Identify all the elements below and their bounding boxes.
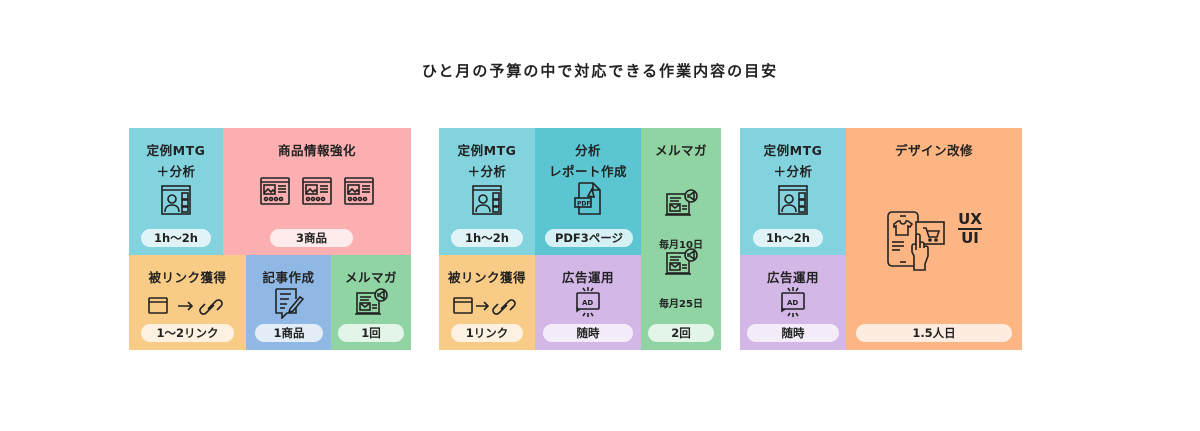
- cell-title: メルマガ: [344, 270, 397, 285]
- cell-article: 記事作成 1商品: [246, 255, 331, 350]
- article-icon: [274, 287, 304, 323]
- value-pill: PDF3ページ: [545, 229, 633, 247]
- value-pill: 1〜2リンク: [141, 324, 234, 342]
- ad-icon: AD: [574, 286, 602, 322]
- cell-title: 広告運用: [561, 270, 614, 285]
- value-pill: 随時: [747, 324, 839, 342]
- cell-title: 定例MTG ＋分析: [763, 143, 823, 179]
- cell-ads: 広告運用 AD 随時: [535, 255, 641, 350]
- value-pill: 1商品: [255, 324, 323, 342]
- value-pill: 2回: [648, 324, 714, 342]
- ad-icon: AD: [779, 286, 807, 322]
- pdf-icon: PDF: [573, 182, 603, 220]
- value-pill: 1リンク: [451, 324, 523, 342]
- cell-product-info: 商品情報強化 3商品: [223, 128, 411, 255]
- page-title: ひと月の予算の中で対応できる作業内容の目安: [421, 62, 779, 80]
- value-pill: 1.5人日: [856, 324, 1012, 342]
- cell-title: デザイン改修: [894, 143, 973, 158]
- newsletter-icon: [354, 287, 388, 321]
- link-icon: [147, 295, 228, 321]
- cell-title: 被リンク獲得: [447, 270, 526, 285]
- cell-title: 被リンク獲得: [148, 270, 227, 285]
- design-shopping-icon: [886, 210, 950, 278]
- value-pill: 随時: [543, 324, 633, 342]
- ux-ui-icon: UX UI: [958, 211, 982, 247]
- ux-label: UX: [958, 210, 982, 230]
- cell-newsletter: メルマガ 1回: [331, 255, 411, 350]
- svg-text:AD: AD: [787, 299, 798, 307]
- cell-title: 分析 レポート作成: [548, 143, 627, 179]
- cell-title: 定例MTG ＋分析: [457, 143, 517, 179]
- cell-design: デザイン改修 UX UI 1.5人日: [846, 128, 1022, 350]
- value-pill: 1h〜2h: [451, 229, 523, 247]
- ui-label: UI: [961, 229, 979, 247]
- cell-ads: 広告運用 AD 随時: [740, 255, 846, 350]
- cell-title: 広告運用: [766, 270, 819, 285]
- web-page-icon: [260, 176, 290, 210]
- web-page-icon: [302, 176, 332, 210]
- svg-text:PDF: PDF: [577, 201, 590, 208]
- newsletter-icon: [664, 188, 698, 222]
- cell-title: メルマガ: [654, 143, 707, 158]
- cell-newsletter: メルマガ 毎月10日 毎月25日 2回: [641, 128, 721, 350]
- link-icon: [453, 295, 521, 321]
- cell-meeting: 定例MTG ＋分析 1h〜2h: [129, 128, 223, 255]
- cell-title: 記事作成: [262, 270, 315, 285]
- value-pill: 1h〜2h: [141, 229, 211, 247]
- cell-backlink: 被リンク獲得 1リンク: [439, 255, 535, 350]
- video-call-icon: [778, 185, 808, 219]
- cell-backlink: 被リンク獲得 1〜2リンク: [129, 255, 246, 350]
- value-pill: 3商品: [270, 229, 353, 247]
- value-pill: 1h〜2h: [753, 229, 823, 247]
- value-pill: 1回: [338, 324, 404, 342]
- web-page-icon: [344, 176, 374, 210]
- svg-text:AD: AD: [582, 299, 593, 307]
- cell-meeting: 定例MTG ＋分析 1h〜2h: [439, 128, 535, 255]
- cell-title: 商品情報強化: [277, 143, 356, 158]
- newsletter-icon: [664, 247, 698, 281]
- cell-title: 定例MTG ＋分析: [146, 143, 206, 179]
- video-call-icon: [161, 185, 191, 219]
- schedule-label: 毎月25日: [659, 299, 703, 310]
- cell-report: 分析 レポート作成 PDF PDF3ページ: [535, 128, 641, 255]
- cell-meeting: 定例MTG ＋分析 1h〜2h: [740, 128, 846, 255]
- video-call-icon: [472, 185, 502, 219]
- schedule-label: 毎月10日: [659, 240, 703, 251]
